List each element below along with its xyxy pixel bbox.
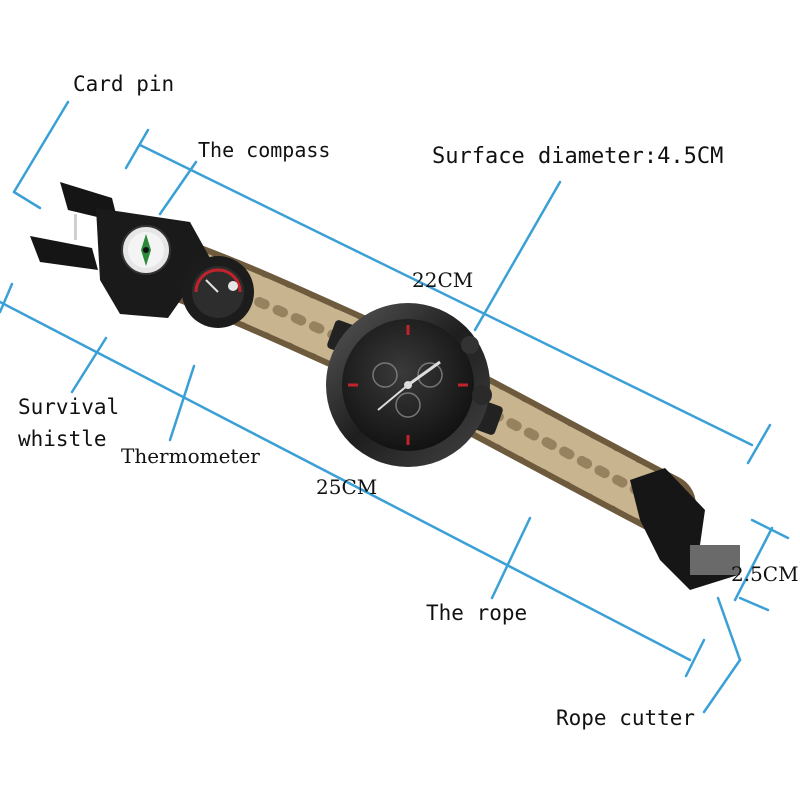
- leader-lines: [0, 100, 790, 714]
- label-compass: The compass: [198, 138, 331, 162]
- label-survival-whistle-line2: whistle: [18, 427, 107, 451]
- buckle-right: [630, 468, 740, 590]
- label-surface-diameter: Surface diameter:4.5CM: [432, 144, 724, 169]
- label-survival-whistle-line1: Survival: [18, 395, 120, 419]
- rope-cutter-blade: [690, 545, 740, 575]
- thermometer-icon: [182, 256, 254, 328]
- label-width-25cm: 2.5CM: [731, 562, 799, 586]
- watch-pusher: [461, 336, 479, 354]
- label-length-22cm: 22CM: [412, 268, 474, 292]
- watch: [326, 303, 503, 467]
- label-rope: The rope: [426, 601, 528, 625]
- label-length-25cm: 25CM: [316, 475, 378, 499]
- label-rope-cutter: Rope cutter: [556, 706, 696, 730]
- label-thermometer: Thermometer: [121, 444, 260, 468]
- watch-crown: [472, 385, 492, 405]
- label-card-pin: Card pin: [73, 72, 175, 96]
- compass-icon: [121, 225, 171, 275]
- card-pin-icon: [74, 214, 77, 240]
